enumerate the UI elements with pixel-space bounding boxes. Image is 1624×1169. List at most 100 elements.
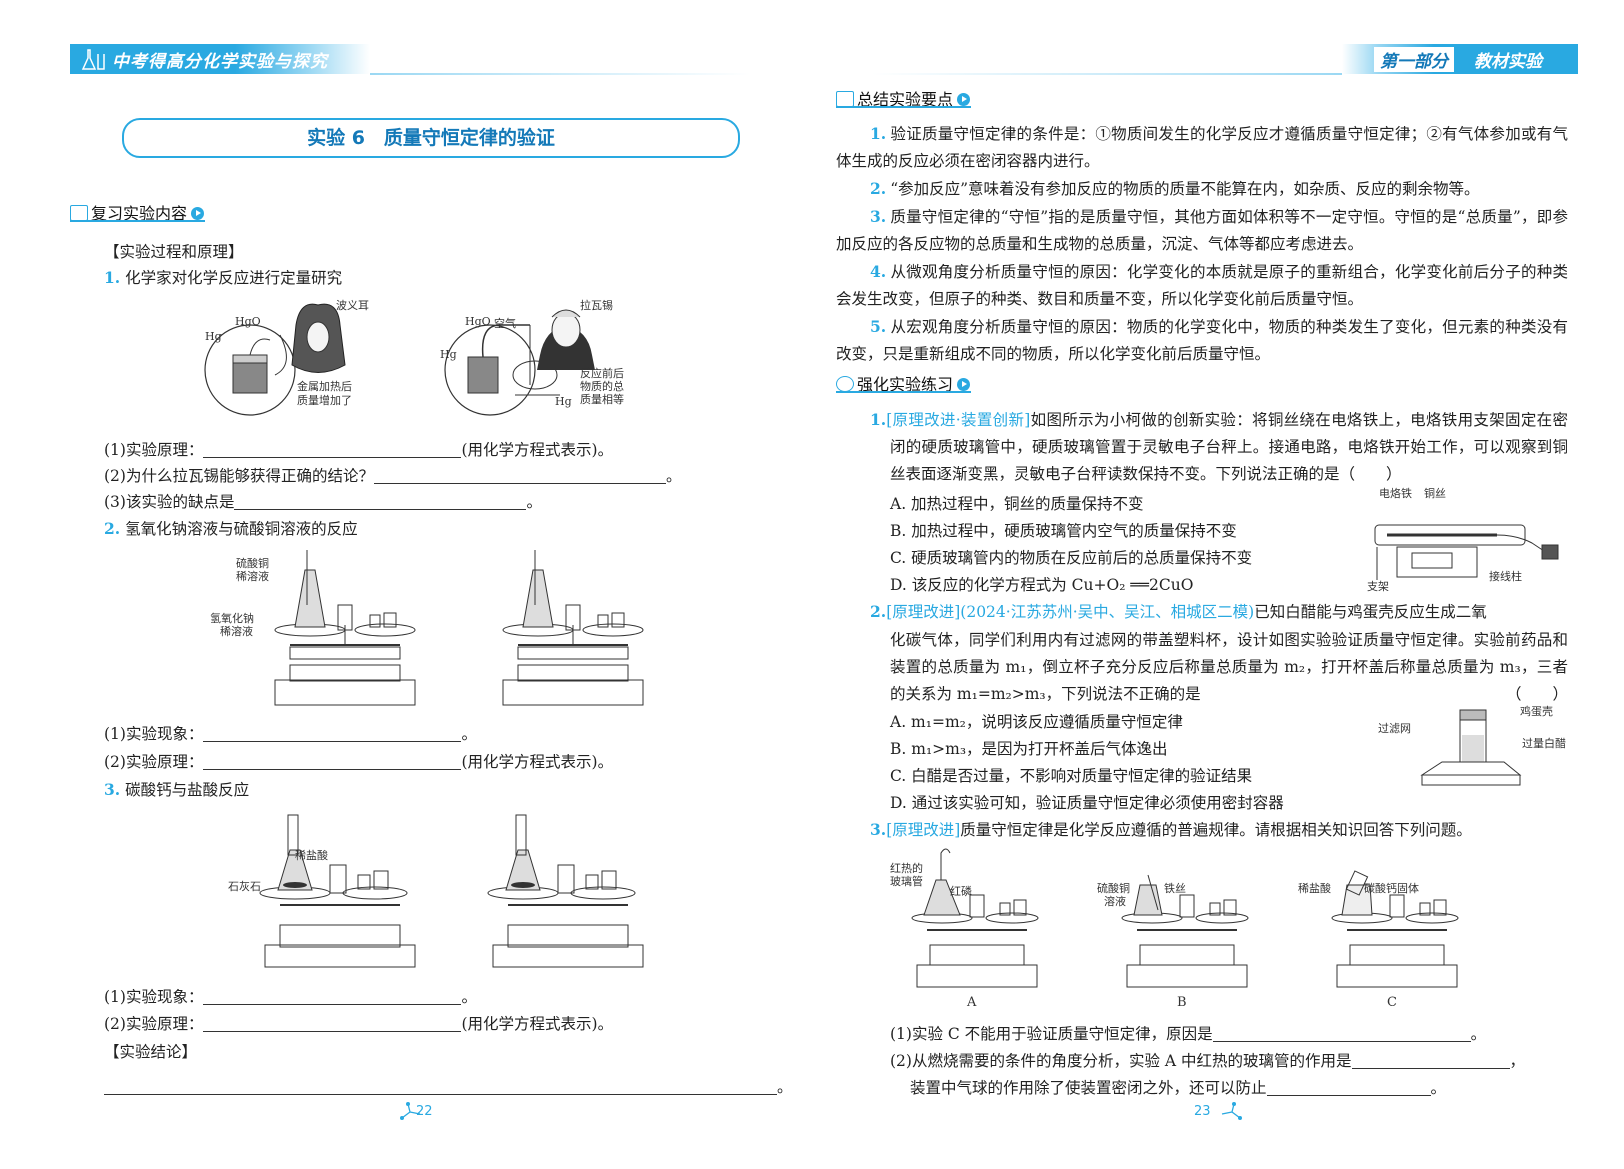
page-number-left: 22 bbox=[416, 1104, 433, 1119]
label-boyle: 波义耳 bbox=[336, 299, 369, 312]
label-a: A bbox=[967, 995, 977, 1010]
item3: 3. 碳酸钙与盐酸反应 bbox=[104, 778, 249, 800]
answer-blank[interactable] bbox=[203, 1031, 462, 1032]
label-note2-l3: 质量相等 bbox=[580, 393, 624, 406]
header-bar-left bbox=[70, 44, 370, 74]
summary-point-text: 质量守恒定律的“守恒”指的是质量守恒，其他方面如体积等不一定守恒。守恒的是“总质… bbox=[836, 208, 1568, 253]
ex3-q1-suffix: 。 bbox=[1470, 1025, 1487, 1043]
section-summary-heading: 总结实验要点 bbox=[836, 86, 971, 110]
label-hgo-1: HgO bbox=[235, 315, 261, 328]
label-c: C bbox=[1387, 995, 1397, 1010]
label-limestone: 石灰石 bbox=[228, 880, 261, 893]
label-air: 空气 bbox=[494, 317, 516, 330]
ex2-option-b[interactable]: B. m₁>m₃，是因为打开杯盖后气体逸出 bbox=[890, 740, 1168, 758]
summary-point-text: “参加反应”意味着没有参加反应的物质的质量不能算在内，如杂质、反应的剩余物等。 bbox=[890, 180, 1480, 198]
ex2-option-a[interactable]: A. m₁=m₂，说明该反应遵循质量守恒定律 bbox=[890, 713, 1183, 731]
section-practice-heading: 强化实验练习 bbox=[836, 371, 971, 395]
summary-point: 4.从微观角度分析质量守恒的原因：化学变化的本质就是原子的重新组合，化学变化前后… bbox=[836, 258, 1568, 313]
magnifier-icon bbox=[836, 376, 854, 392]
ex2-text: 化碳气体，同学们利用内有过滤网的带盖塑料杯，设计如图实验验证质量守恒定律。实验前… bbox=[890, 631, 1568, 703]
answer-blank[interactable] bbox=[1266, 1095, 1431, 1096]
q1-1-suffix: (用化学方程式表示)。 bbox=[461, 441, 614, 459]
process-heading: 【实验过程和原理】 bbox=[104, 243, 244, 261]
label-phosphorus: 红磷 bbox=[950, 885, 972, 898]
q2-1-suffix: 。 bbox=[461, 725, 477, 743]
ex1-text: 如图所示为小柯做的创新实验：将铜丝绕在电烙铁上，电烙铁用支架固定在密闭的硬质玻璃… bbox=[890, 411, 1568, 483]
label-hcl-c: 稀盐酸 bbox=[1298, 882, 1331, 895]
ex3-q2-suffix: ， bbox=[1509, 1052, 1526, 1070]
label-b: B bbox=[1177, 995, 1187, 1010]
answer-blank[interactable] bbox=[203, 741, 462, 742]
label-note1-l2: 质量增加了 bbox=[297, 394, 352, 407]
ex3-q1-prefix: (1)实验 C 不能用于验证质量守恒定律，原因是 bbox=[890, 1025, 1213, 1043]
left-page: 中考得高分化学实验与探究 实验 6 质量守恒定律的验证 复习实验内容 【实验过程… bbox=[70, 44, 793, 1120]
answer-blank[interactable] bbox=[234, 509, 527, 510]
q1-3: (3)该实验的缺点是。 bbox=[104, 490, 542, 512]
item1-num: 1. bbox=[104, 268, 121, 287]
page-number-right: 23 bbox=[1194, 1104, 1211, 1119]
answer-blank[interactable] bbox=[104, 1094, 777, 1095]
ex1-num: 1. bbox=[870, 410, 887, 429]
answer-blank[interactable] bbox=[1351, 1068, 1510, 1069]
ex2-text-l1: 已知白醋能与鸡蛋壳反应生成二氧 bbox=[1254, 603, 1487, 621]
label-terminal: 接线柱 bbox=[1489, 570, 1522, 583]
molecule-icon bbox=[400, 1102, 421, 1120]
item2-text: 氢氧化钠溶液与硫酸铜溶液的反应 bbox=[125, 520, 358, 538]
item1: 1. 化学家对化学反应进行定量研究 bbox=[104, 266, 342, 288]
q2-1: (1)实验现象：。 bbox=[104, 722, 477, 744]
label-note2-l2: 物质的总 bbox=[580, 380, 624, 393]
ex3-tag: [原理改进] bbox=[886, 821, 961, 839]
ex3-text: 质量守恒定律是化学反应遵循的普遍规律。请根据相关知识回答下列问题。 bbox=[960, 821, 1472, 839]
list-icon bbox=[836, 91, 854, 107]
summary-point-text: 验证质量守恒定律的条件是：①物质间发生的化学反应才遵循质量守恒定律；②有气体参加… bbox=[836, 125, 1568, 170]
play-icon bbox=[957, 93, 971, 106]
q1-2-prefix: (2)为什么拉瓦锡能够获得正确的结论？ bbox=[104, 467, 374, 485]
ex3-q2-prefix: (2)从燃烧需要的条件的角度分析，实验 A 中红热的玻璃管的作用是 bbox=[890, 1052, 1352, 1070]
answer-blank[interactable] bbox=[203, 769, 462, 770]
molecule-icon bbox=[1221, 1102, 1242, 1120]
header-chapter: 教材实验 bbox=[1474, 52, 1542, 72]
figure-cup-scale bbox=[1420, 709, 1522, 786]
answer-blank[interactable] bbox=[203, 457, 462, 458]
section-review-label: 复习实验内容 bbox=[91, 204, 188, 223]
answer-blank[interactable] bbox=[203, 1004, 462, 1005]
label-hot-tube-l2: 玻璃管 bbox=[890, 875, 923, 888]
summary-point-num: 2. bbox=[870, 179, 887, 198]
label-hg-2: Hg bbox=[440, 348, 457, 361]
ex1-option-c[interactable]: C. 硬质玻璃管内的物质在反应前后的总质量保持不变 bbox=[890, 549, 1253, 567]
label-note1-l1: 金属加热后 bbox=[297, 380, 352, 393]
ex2-num: 2. bbox=[870, 602, 887, 621]
ex3-q2-cont-prefix: 装置中气球的作用除了使装置密闭之外，还可以防止 bbox=[910, 1079, 1267, 1097]
label-cuso4-l2: 稀溶液 bbox=[236, 570, 269, 583]
item3-num: 3. bbox=[104, 780, 121, 799]
q1-1-prefix: (1)实验原理： bbox=[104, 441, 204, 459]
ex2-option-d[interactable]: D. 通过该实验可知，验证质量守恒定律必须使用密封容器 bbox=[890, 794, 1284, 812]
answer-blank[interactable] bbox=[1212, 1041, 1471, 1042]
header-book-title: 中考得高分化学实验与探究 bbox=[112, 52, 328, 72]
ex1-option-a[interactable]: A. 加热过程中，铜丝的质量保持不变 bbox=[890, 495, 1144, 513]
play-icon bbox=[191, 207, 205, 220]
conclusion-suffix: 。 bbox=[777, 1078, 793, 1096]
experiment-title: 实验 6 质量守恒定律的验证 bbox=[122, 118, 740, 158]
label-vinegar: 过量白醋 bbox=[1522, 737, 1566, 750]
summary-points: 1.验证质量守恒定律的条件是：①物质间发生的化学反应才遵循质量守恒定律；②有气体… bbox=[836, 120, 1568, 368]
label-lavoisier: 拉瓦锡 bbox=[580, 299, 613, 312]
ex2-option-c[interactable]: C. 白醋是否过量，不影响对质量守恒定律的验证结果 bbox=[890, 767, 1253, 785]
summary-point-num: 1. bbox=[870, 124, 887, 143]
ex1-option-b[interactable]: B. 加热过程中，硬质玻璃管内空气的质量保持不变 bbox=[890, 522, 1237, 540]
summary-point: 2.“参加反应”意味着没有参加反应的物质的质量不能算在内，如杂质、反应的剩余物等… bbox=[836, 175, 1568, 203]
summary-point-num: 3. bbox=[870, 207, 887, 226]
summary-point-text: 从宏观角度分析质量守恒的原因：物质的化学变化中，物质的种类发生了变化，但元素的种… bbox=[836, 318, 1568, 363]
ex3-q1: (1)实验 C 不能用于验证质量守恒定律，原因是 。 bbox=[890, 1022, 1486, 1044]
ex1-option-d[interactable]: D. 该反应的化学方程式为 Cu+O₂ ══2CuO bbox=[890, 576, 1194, 594]
conclusion-line: 。 bbox=[104, 1075, 793, 1097]
answer-blank[interactable] bbox=[373, 483, 666, 484]
label-cuso4-l1: 硫酸铜 bbox=[236, 557, 269, 570]
summary-point-num: 4. bbox=[870, 262, 887, 281]
label-naoh-l2: 稀溶液 bbox=[220, 625, 253, 638]
q3-2-prefix: (2)实验原理： bbox=[104, 1015, 204, 1033]
label-note2-l1: 反应前后 bbox=[580, 367, 624, 380]
ex3-q2-cont-suffix: 。 bbox=[1430, 1079, 1447, 1097]
right-page: 第一部分 教材实验 总结实验要点 1.验证质量守恒定律的条件是：①物质间发生的化… bbox=[812, 0, 1624, 1169]
label-caco3: 碳酸钙固体 bbox=[1364, 882, 1419, 895]
